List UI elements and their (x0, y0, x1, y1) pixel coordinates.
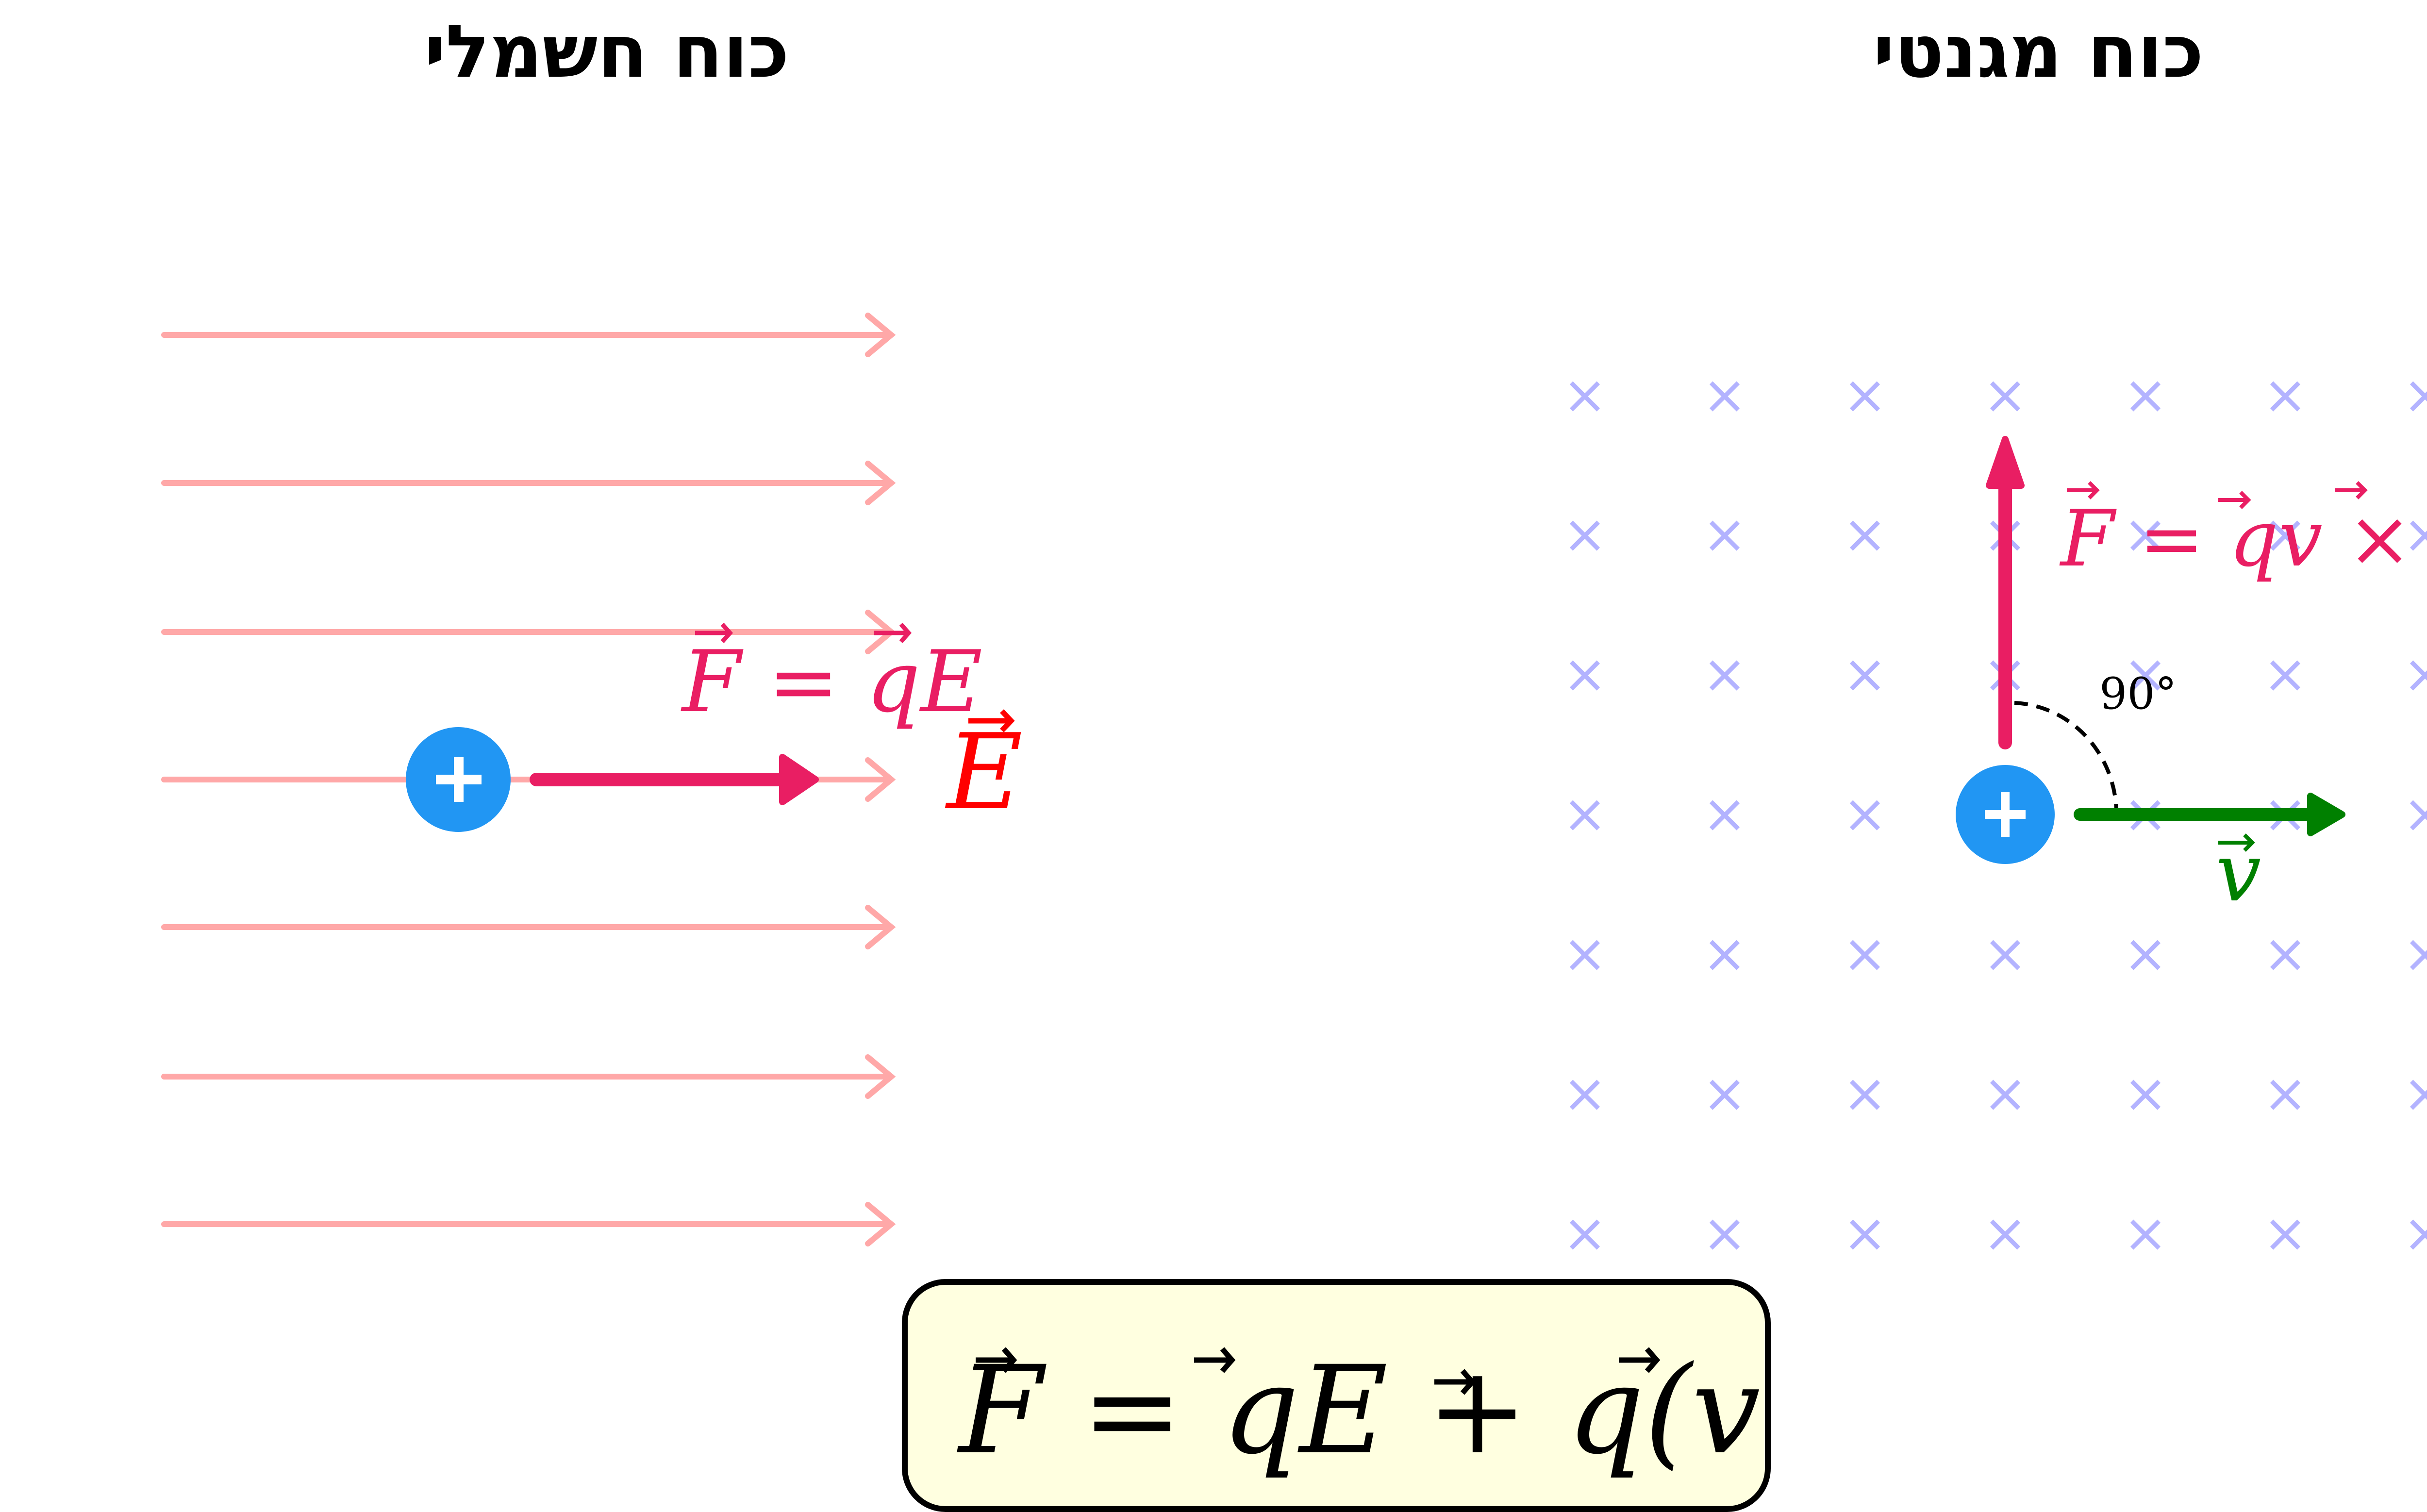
b-field-into-page-icon: × (1702, 643, 1747, 705)
magnetic-force-title: כוח מגנטי (1873, 10, 2204, 94)
b-field-into-page-icon: × (1563, 922, 1607, 984)
svg-text:E: E (945, 711, 1023, 833)
b-field-into-page-icon: × (2263, 1062, 2308, 1124)
b-field-into-page-icon: × (2123, 1202, 2168, 1264)
magnetic-force-label: F = qv × B (2059, 481, 2427, 584)
b-field-into-page-icon: × (1983, 364, 2028, 426)
b-field-into-page-icon: × (2123, 922, 2168, 984)
field-line (161, 1202, 896, 1246)
electric-field-label: E (945, 709, 1023, 833)
b-field-into-page-icon: × (1843, 922, 1887, 984)
b-field-into-page-icon: × (2403, 643, 2427, 705)
b-field-into-page-icon: × (1702, 503, 1747, 565)
b-field-into-page-icon: × (1983, 1062, 2028, 1124)
electric-charge (406, 727, 511, 832)
b-field-into-page-icon: × (2263, 643, 2308, 705)
b-field-into-page-icon: × (1843, 643, 1887, 705)
b-field-into-page-icon: × (1702, 1062, 1747, 1124)
lorentz-formula: F = qE + q(v × B) (957, 1340, 1765, 1481)
b-field-into-page-icon: × (1983, 922, 2028, 984)
b-field-into-page-icon: × (1563, 1062, 1607, 1124)
b-field-into-page-icon: × (2263, 1202, 2308, 1264)
b-field-into-page-icon: × (1563, 643, 1607, 705)
svg-text:v: v (2216, 826, 2261, 919)
angle-indicator: 90° (2014, 668, 2177, 810)
b-field-into-page-icon: × (2123, 643, 2168, 705)
b-field-into-page-icon: × (2403, 1202, 2427, 1264)
b-field-into-page-icon: × (1702, 364, 1747, 426)
lorentz-formula-box: F = qE + q(v × B) (902, 1279, 1771, 1512)
electric-force-title: כוח חשמלי (424, 10, 789, 94)
b-field-into-page-icon: × (1563, 503, 1607, 565)
velocity-label: v (2216, 826, 2261, 919)
field-line (161, 1054, 896, 1099)
b-field-into-page-icon: × (1702, 782, 1747, 845)
force-equation-label: F = qE (681, 633, 982, 731)
velocity-arrow (2074, 793, 2345, 836)
lorentz-force-diagram: F = qE E ×××××××××××××××××××××××××××××××… (161, 313, 2427, 1264)
b-field-into-page-icon: × (2403, 782, 2427, 845)
b-field-into-page-icon: × (1843, 503, 1887, 565)
magnetic-charge (1956, 765, 2055, 864)
b-field-into-page-icon: × (1702, 1202, 1747, 1264)
b-field-into-page-icon: × (2403, 364, 2427, 426)
field-line (161, 461, 896, 505)
b-field-into-page-icon: × (1843, 782, 1887, 845)
field-line (161, 313, 896, 357)
b-field-into-page-icon: × (2403, 922, 2427, 984)
field-line (161, 905, 896, 949)
electric-force-label: F = qE (681, 623, 982, 731)
b-field-into-page-icon: × (1843, 364, 1887, 426)
b-field-into-page-icon: × (2123, 364, 2168, 426)
b-field-into-page-icon: × (1563, 782, 1607, 845)
b-field-into-page-icon: × (2263, 922, 2308, 984)
b-field-into-page-icon: × (2403, 1062, 2427, 1124)
b-field-into-page-icon: × (2263, 503, 2308, 565)
b-field-into-page-icon: × (1563, 364, 1607, 426)
magnetic-force-arrow (1986, 436, 2025, 749)
b-field-into-page-icon: × (1843, 1202, 1887, 1264)
b-field-into-page-icon: × (1843, 1062, 1887, 1124)
b-field-into-page-icon: × (2403, 503, 2427, 565)
b-field-into-page-icon: × (2123, 503, 2168, 565)
b-field-into-page-icon: × (2123, 1062, 2168, 1124)
b-field-into-page-icon: × (1563, 1202, 1607, 1264)
b-field-into-page-icon: × (2263, 364, 2308, 426)
b-field-into-page-icon: × (1702, 922, 1747, 984)
angle-label: 90° (2099, 668, 2177, 719)
magnetic-field-grid: × × × × × × × × × × × × × × × × × × × × × × × × × × × × × × × × × × × × × × × ×… (1563, 364, 2427, 1264)
magnetic-force-equation-label: F = qv × B (2059, 493, 2427, 584)
b-field-into-page-icon: × (1983, 1202, 2028, 1264)
electric-force-arrow (530, 754, 819, 805)
right-angle-arc (2014, 701, 2118, 810)
